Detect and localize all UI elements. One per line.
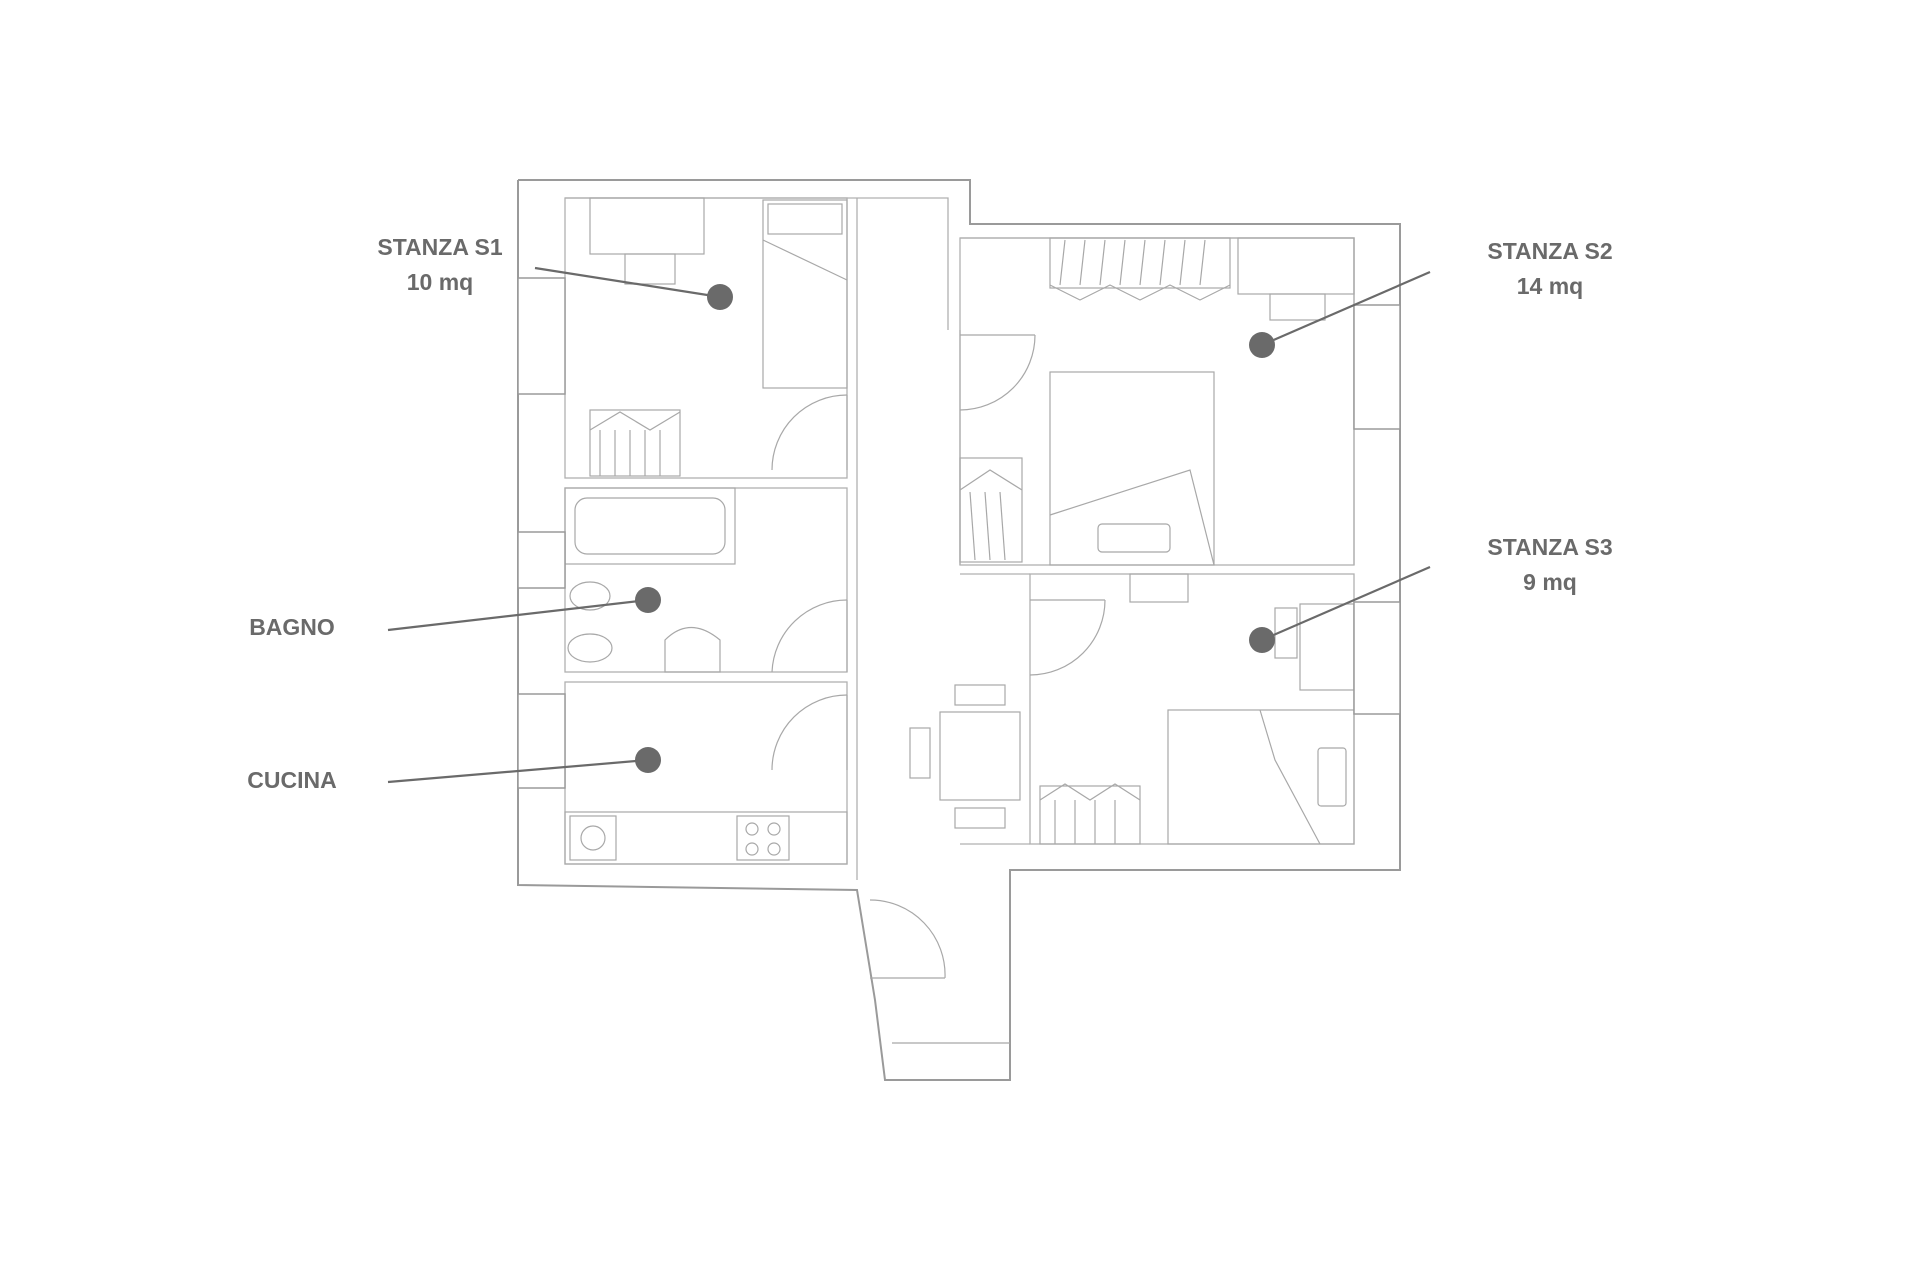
room-name: BAGNO (249, 614, 335, 640)
label-stanza-s1: STANZA S1 10 mq (350, 230, 530, 300)
label-stanza-s2: STANZA S2 14 mq (1460, 234, 1640, 304)
marker-s3 (1249, 565, 1431, 653)
room-marker-dot (707, 284, 733, 310)
room-marker-dot (1249, 627, 1275, 653)
corridor (856, 198, 1021, 1044)
marker-bagno (387, 587, 661, 632)
marker-s2 (1249, 270, 1431, 358)
room-s3-walls (960, 573, 1355, 845)
label-stanza-s3: STANZA S3 9 mq (1460, 530, 1640, 600)
label-bagno: BAGNO (232, 610, 352, 645)
room-name: STANZA S1 (377, 234, 503, 260)
room-bagno-walls (564, 487, 848, 673)
room-name: CUCINA (247, 767, 337, 793)
marker-cucina (387, 747, 661, 784)
room-marker-dot (1249, 332, 1275, 358)
room-s1-walls (564, 197, 848, 479)
windows (517, 277, 1401, 789)
room-name: STANZA S2 (1487, 238, 1613, 264)
marker-s1 (534, 266, 733, 310)
room-cucina-walls (564, 681, 848, 865)
room-area: 9 mq (1523, 569, 1577, 595)
room-name: STANZA S3 (1487, 534, 1613, 560)
label-cucina: CUCINA (232, 763, 352, 798)
room-marker-dot (635, 747, 661, 773)
room-area: 14 mq (1516, 273, 1584, 299)
room-marker-dot (635, 587, 661, 613)
room-area: 10 mq (406, 269, 474, 295)
room-s2-walls (959, 237, 1355, 566)
